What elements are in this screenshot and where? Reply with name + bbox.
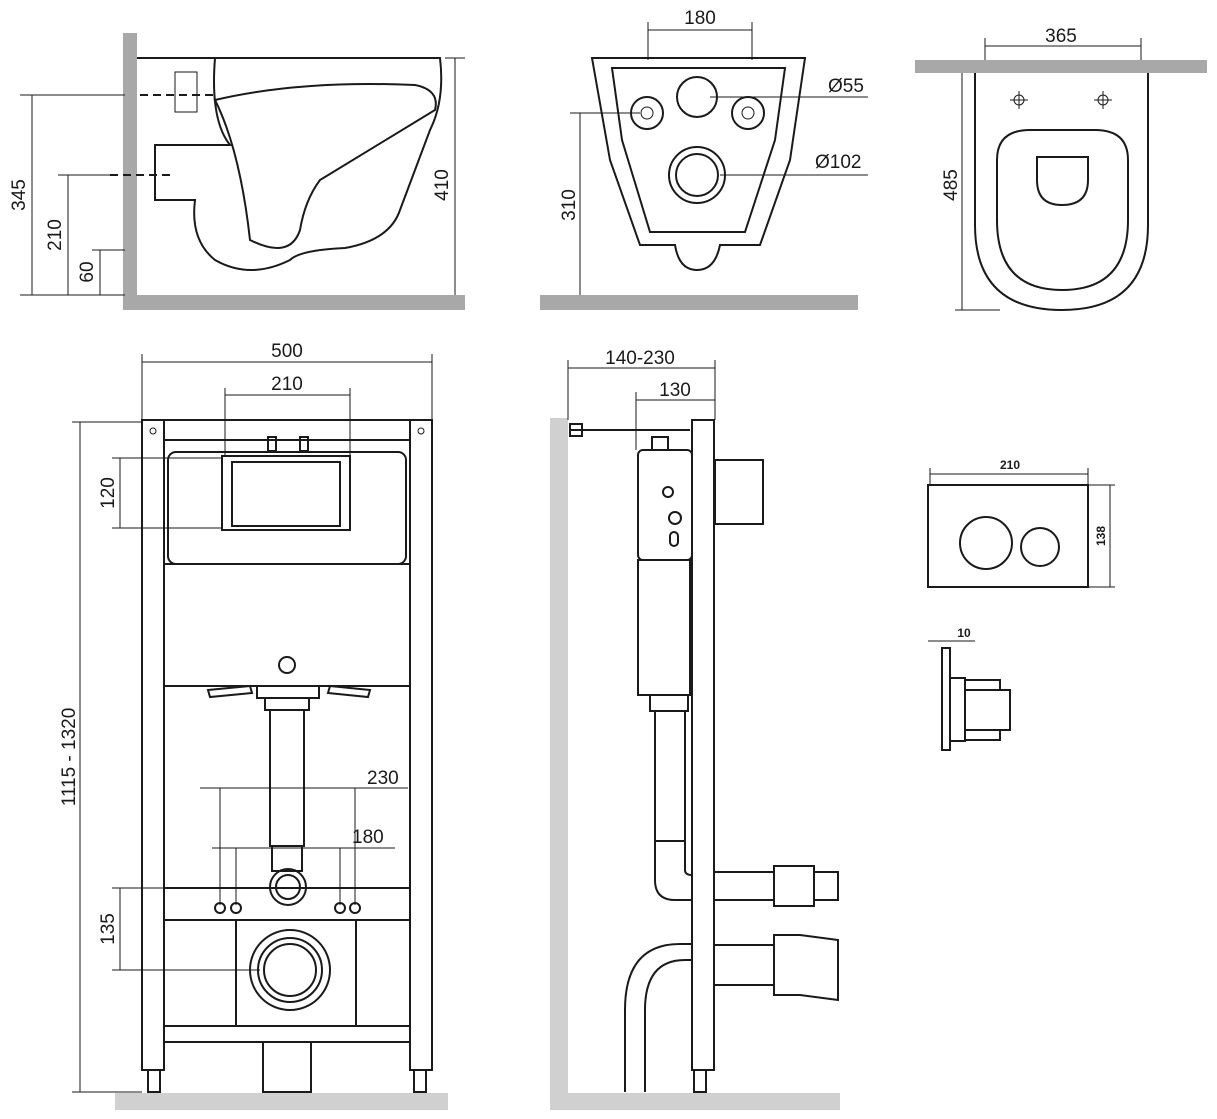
bowl-outline: [137, 57, 443, 271]
dim-230: 230: [367, 768, 399, 789]
seat-inner: [1036, 156, 1089, 207]
dim-d55: Ø55: [828, 76, 864, 97]
service-opening: [221, 455, 351, 531]
floor: [115, 1093, 448, 1110]
flush-plate-side: 10: [928, 626, 1011, 751]
dim-depth: 140-230: [605, 348, 675, 369]
wall: [915, 60, 1207, 73]
floor: [540, 295, 858, 310]
cistern-top: [167, 451, 407, 565]
full-flush-button: [959, 516, 1013, 570]
dim-410: 410: [432, 169, 453, 201]
plate-outline: [927, 484, 1089, 588]
dim-60: 60: [77, 261, 98, 282]
flush-pipe: [269, 709, 305, 847]
toilet-side-view: 345 210 60 410: [9, 33, 465, 310]
flush-plate-front: 210 138: [927, 458, 1115, 588]
floor: [123, 295, 465, 310]
dim-135: 135: [98, 913, 119, 945]
dim-210: 210: [45, 219, 66, 251]
dim-thickness: 10: [957, 626, 971, 640]
flush-pipe: [654, 710, 686, 842]
dim-height: 138: [1094, 526, 1108, 546]
cistern-body: [163, 563, 411, 687]
dim-310: 310: [559, 189, 580, 221]
dim-height: 1115 - 1320: [59, 708, 80, 807]
drain-socket: [249, 929, 331, 1011]
cistern-top: [637, 449, 693, 561]
dim-120: 120: [98, 477, 119, 509]
dim-485: 485: [941, 169, 962, 201]
dim-345: 345: [9, 179, 30, 211]
bowl-inner: [213, 83, 437, 249]
bowl-outline: [974, 73, 1149, 312]
frame-front-view: 500 210 120 1115 - 1320 230 180 135: [59, 341, 448, 1110]
dim-500: 500: [271, 341, 303, 362]
frame-side-view: 140-230 130: [550, 348, 840, 1110]
seat: [996, 129, 1129, 292]
actuator: [714, 459, 764, 525]
floor: [550, 1093, 840, 1110]
toilet-back-view: 180 Ø55 Ø102 310: [540, 8, 868, 310]
dim-180: 180: [684, 8, 716, 29]
bowl-inner: [610, 67, 787, 233]
dim-210: 210: [271, 374, 303, 395]
outlet-hole: [668, 146, 726, 204]
dim-d102: Ø102: [815, 152, 861, 173]
dim-365: 365: [1045, 26, 1077, 47]
bowl-outline: [590, 57, 807, 272]
half-flush-button: [1020, 527, 1060, 567]
dim-width: 210: [1000, 458, 1020, 472]
inlet: [174, 71, 198, 113]
frame-post: [691, 419, 715, 1071]
wall: [123, 33, 137, 310]
wall: [550, 418, 568, 1110]
dim-130: 130: [659, 380, 691, 401]
dim-180: 180: [352, 827, 384, 848]
toilet-top-view: 365 485: [915, 26, 1207, 312]
